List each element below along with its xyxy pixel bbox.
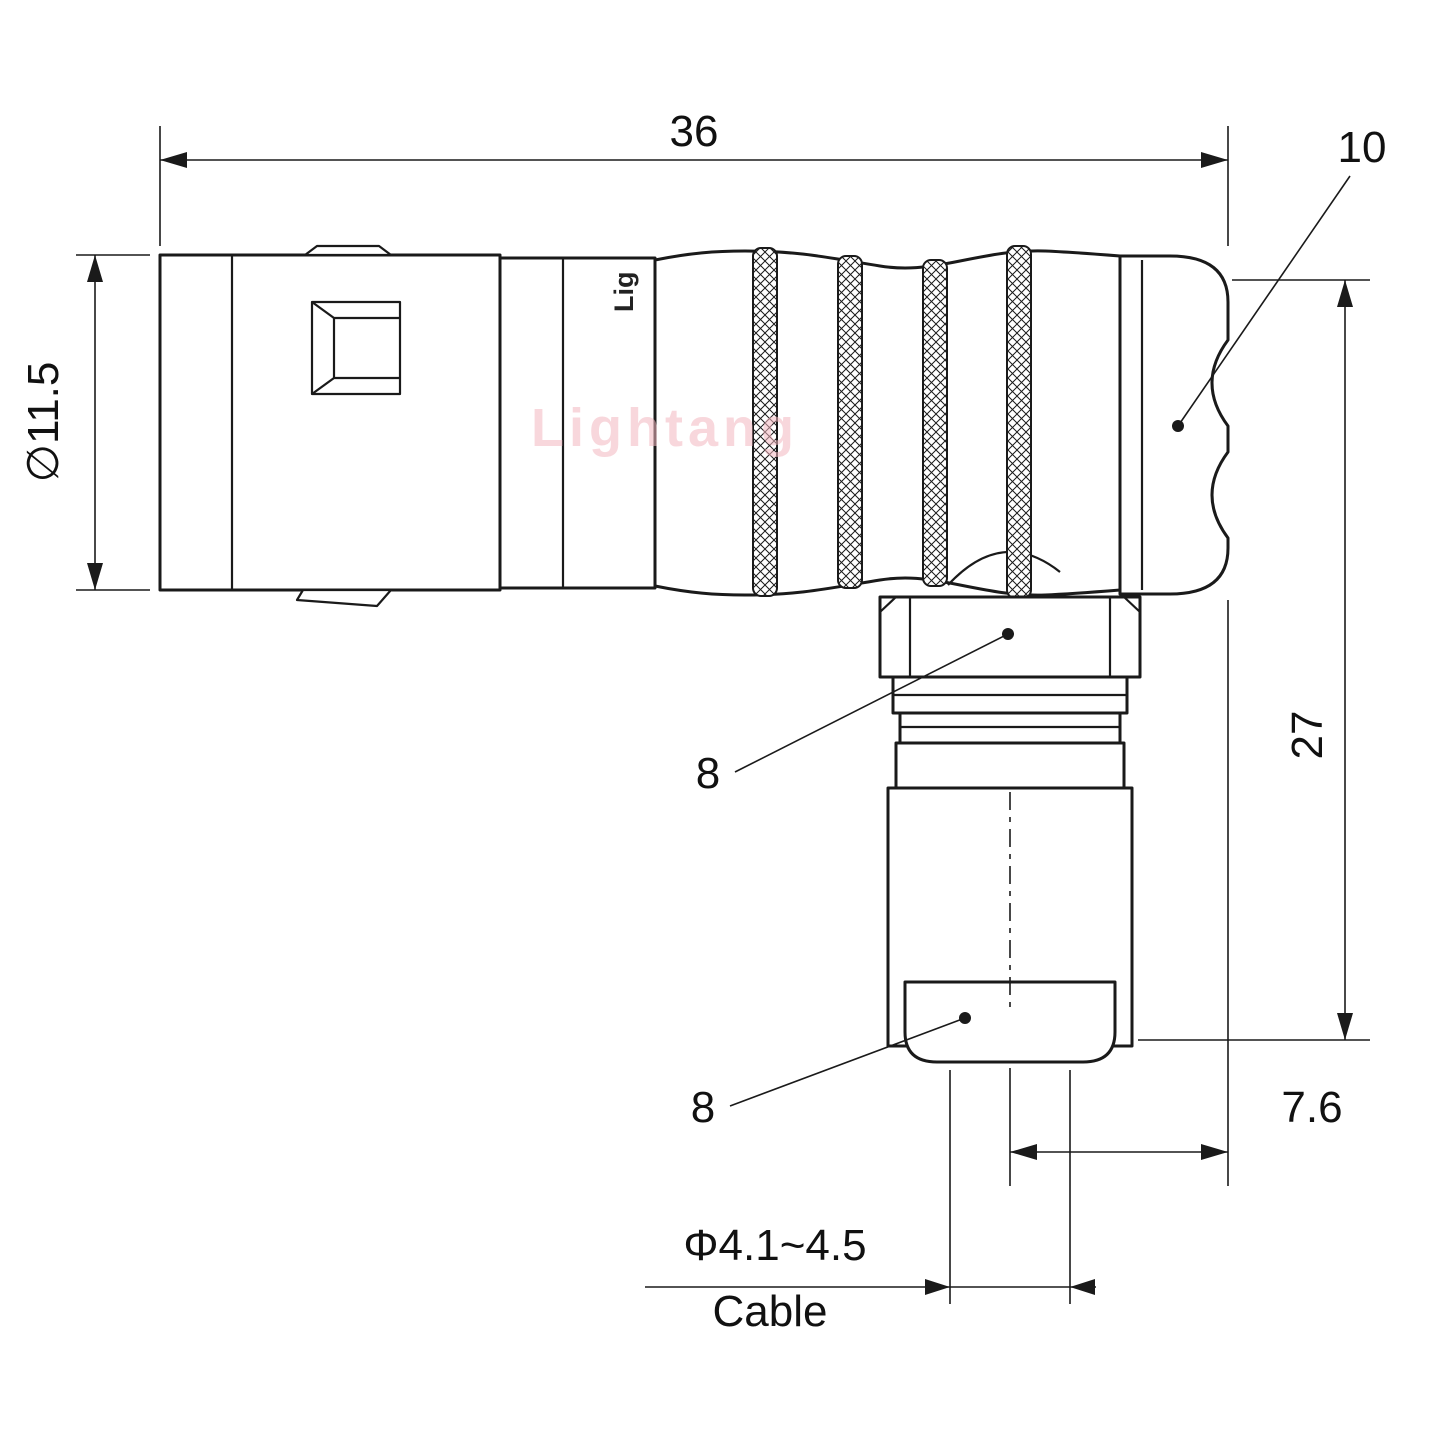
dimension-label: 7.6	[1281, 1083, 1342, 1132]
arrowhead	[1201, 1144, 1228, 1160]
arrowhead	[87, 563, 103, 590]
arrowhead	[87, 255, 103, 282]
knurl-band	[837, 255, 863, 589]
extension-line	[1138, 279, 1370, 1041]
extension-line	[949, 1070, 1071, 1304]
dimension-label: 10	[1338, 123, 1387, 172]
arrowhead	[160, 152, 187, 168]
mid-collar	[498, 256, 657, 590]
leader-line	[729, 1017, 966, 1107]
leader-line	[734, 633, 1009, 773]
dimension-cable: Φ4.1~4.5 Cable	[645, 1070, 1096, 1336]
watermark-text: Lightang	[531, 398, 799, 458]
dimension-back-nut: 10	[1172, 123, 1386, 432]
dimension-height: 27	[1138, 279, 1370, 1041]
knurl-band	[922, 259, 948, 587]
dimension-overall-length: 36	[159, 107, 1229, 246]
hex-facet-lines	[908, 597, 1112, 677]
cable-cap	[903, 980, 1117, 1064]
dimension-cap-hex: 8	[691, 1012, 971, 1132]
dimension-front-diameter: ∅11.5	[19, 254, 150, 591]
arrowhead	[1337, 1013, 1353, 1040]
dimension-label: 27	[1283, 711, 1332, 760]
dimension-gland-hex: 8	[696, 628, 1014, 798]
extension-line	[159, 126, 1229, 246]
connector-side-view: Lig	[158, 244, 1230, 1064]
body-print-text: Lig	[609, 272, 639, 313]
leader-dot	[1002, 628, 1014, 640]
hex-chamfers	[879, 596, 1141, 613]
arrowhead	[1070, 1279, 1095, 1295]
gland-neck	[894, 741, 1126, 790]
dimension-offset: 7.6	[1009, 600, 1343, 1186]
latch-slot-outline	[310, 300, 402, 396]
cable-range-label: Φ4.1~4.5	[683, 1221, 866, 1270]
arrowhead	[925, 1279, 950, 1295]
arrowhead	[1010, 1144, 1037, 1160]
cable-word-label: Cable	[713, 1287, 828, 1336]
shell-top-tab	[303, 244, 393, 257]
dimensions: 36 10 ∅11.5 27 8	[19, 107, 1386, 1336]
front-shell-outline	[158, 253, 502, 592]
arrowhead	[1337, 280, 1353, 307]
leader-dot	[1172, 420, 1184, 432]
latch-slot-bevel	[311, 301, 400, 395]
extension-line	[76, 254, 150, 591]
dimension-label: 36	[670, 107, 719, 156]
arrowhead	[1201, 152, 1228, 168]
dimension-label: 8	[691, 1083, 715, 1132]
dimension-label: ∅11.5	[19, 362, 68, 483]
shell-bottom-key	[295, 588, 393, 608]
leader-line	[1177, 175, 1351, 427]
leader-dot	[959, 1012, 971, 1024]
knurl-band	[1006, 245, 1032, 599]
extension-line	[1009, 600, 1229, 1186]
dimension-label: 8	[696, 749, 720, 798]
knurl-band	[752, 247, 778, 597]
elbow-fillet	[947, 550, 1061, 586]
